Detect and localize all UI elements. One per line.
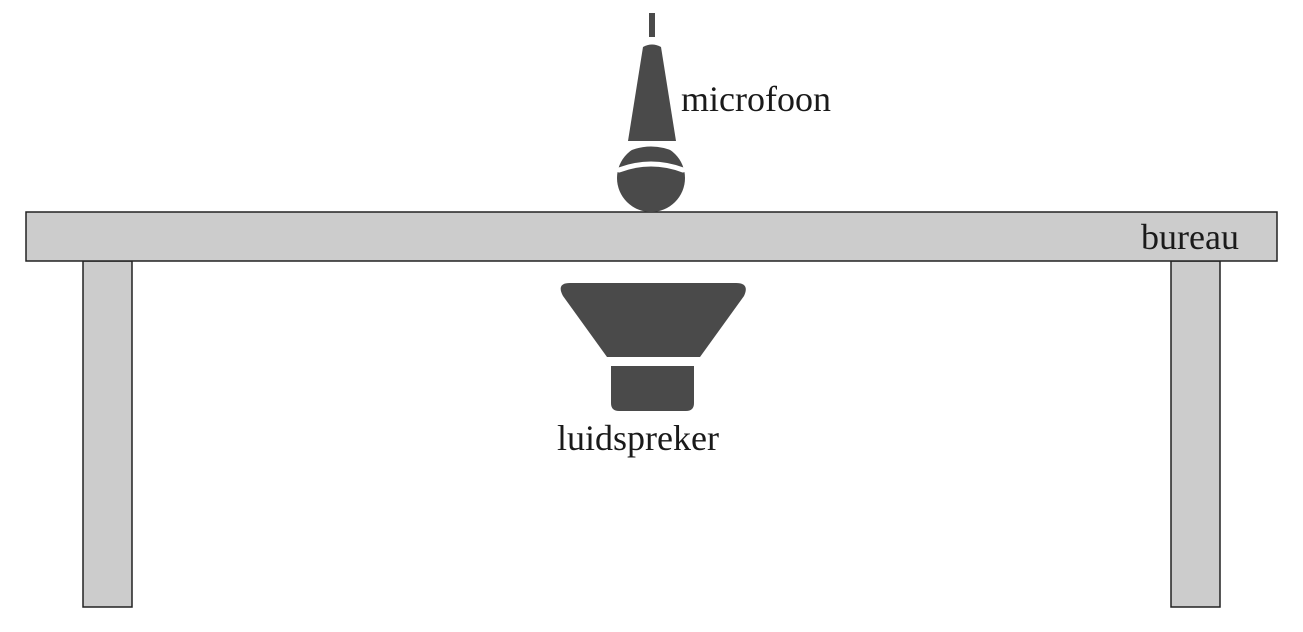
desk-leg-left — [82, 260, 133, 608]
desk-top — [25, 211, 1278, 262]
microphone-icon — [616, 13, 686, 212]
desk-label: bureau — [1141, 217, 1239, 257]
microphone-head — [617, 144, 685, 212]
microphone-stripe-upper — [622, 141, 680, 153]
microphone-label: microfoon — [681, 79, 831, 119]
desk-leg-right — [1170, 260, 1221, 608]
speaker-label: luidspreker — [557, 418, 719, 458]
speaker-cone — [560, 283, 746, 357]
microphone-handle — [628, 44, 676, 141]
speaker-icon — [560, 283, 746, 411]
microphone-stripe-lower — [616, 161, 686, 173]
microphone-cable — [649, 13, 655, 37]
speaker-magnet — [611, 366, 694, 411]
